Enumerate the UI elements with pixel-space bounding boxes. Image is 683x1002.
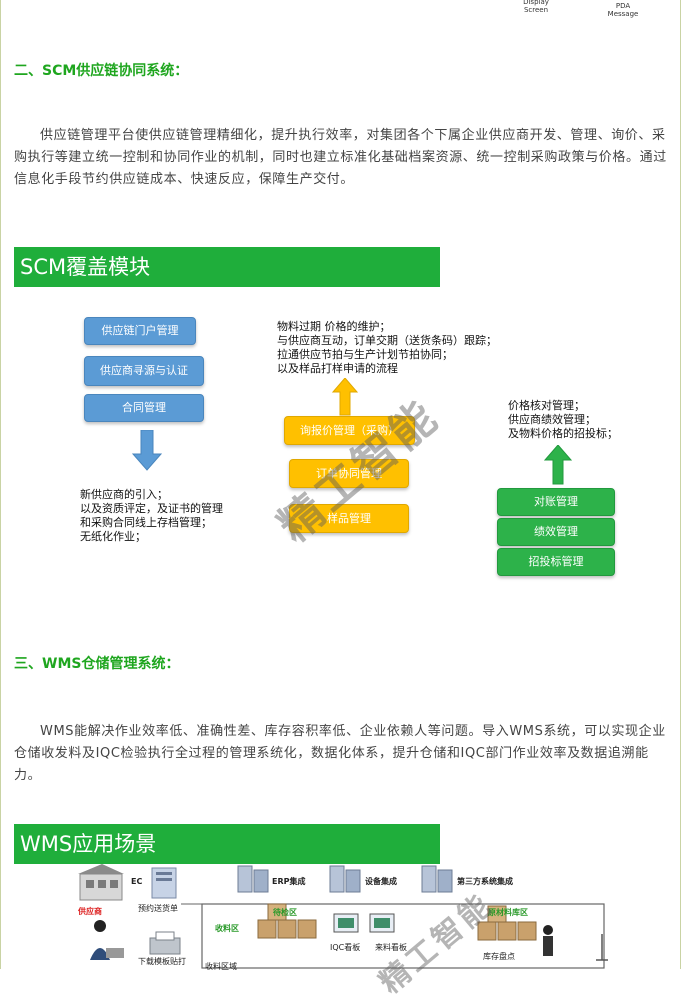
operator-icon bbox=[543, 925, 553, 956]
green-up-arrow-icon bbox=[544, 445, 572, 485]
performance-box: 绩效管理 bbox=[497, 518, 615, 546]
supplier-sourcing-box: 供应商寻源与认证 bbox=[84, 356, 204, 386]
reconciliation-box: 对账管理 bbox=[497, 488, 615, 516]
up-arrow-icon bbox=[332, 378, 358, 416]
contract-management-box: 合同管理 bbox=[84, 394, 204, 422]
incoming-board-label: 来料看板 bbox=[375, 943, 407, 952]
ec-server-icon bbox=[151, 867, 177, 899]
download-label: 下载模板贴打 bbox=[138, 957, 186, 966]
raw-store-label: 原材料库区 bbox=[488, 908, 528, 917]
iqc-board-label: IQC看板 bbox=[330, 943, 361, 952]
person-icon bbox=[90, 920, 124, 960]
pending-boxes bbox=[257, 903, 317, 939]
pending-zone-label: 待检区 bbox=[273, 908, 297, 917]
inventory-label: 库存盘点 bbox=[483, 952, 515, 961]
supplier-building-icon bbox=[78, 864, 124, 901]
scm-banner: SCM覆盖模块 bbox=[14, 247, 440, 287]
new-supplier-note: 新供应商的引入； 以及资质评定，及证书的管理 和采购合同线上存档管理； 无纸化作… bbox=[80, 488, 223, 543]
ec-label: EC bbox=[131, 877, 143, 886]
device-server-icon bbox=[329, 865, 361, 893]
wms-diagram bbox=[78, 864, 608, 969]
erp-server-icon bbox=[237, 865, 269, 893]
third-party-label: 第三方系统集成 bbox=[457, 877, 513, 886]
raw-material-boxes bbox=[477, 905, 537, 941]
prebook-label: 预约送货单 bbox=[138, 904, 178, 913]
wms-paragraph: WMS能解决作业效率低、准确性差、库存容积率低、企业依赖人等问题。导入WMS系统… bbox=[14, 724, 666, 783]
order-collab-box: 订单协同管理 bbox=[289, 459, 409, 488]
incoming-monitor-icon bbox=[369, 913, 395, 933]
page-frame bbox=[0, 0, 681, 969]
material-price-note: 物料过期 价格的维护； 与供应商互动，订单交期（送货条码）跟踪； 拉通供应节拍与… bbox=[277, 320, 497, 375]
sample-box: 样品管理 bbox=[289, 504, 409, 533]
price-check-note: 价格核对管理； 供应商绩效管理； 及物料价格的招投标； bbox=[508, 399, 618, 440]
wms-heading: 三、WMS仓储管理系统： bbox=[14, 656, 180, 672]
display-screen-label: Display Screen bbox=[523, 0, 549, 14]
third-party-server-icon bbox=[421, 865, 453, 893]
wms-banner: WMS应用场景 bbox=[14, 824, 440, 864]
printer-icon bbox=[149, 931, 181, 955]
receiving-area-label: 收料区域 bbox=[205, 962, 237, 971]
device-label: 设备集成 bbox=[365, 877, 397, 886]
down-arrow-icon bbox=[132, 430, 162, 471]
bidding-box: 招投标管理 bbox=[497, 548, 615, 576]
supplier-label: 供应商 bbox=[78, 907, 102, 916]
scm-heading: 二、SCM供应链协同系统： bbox=[14, 63, 189, 79]
supply-chain-portal-box: 供应链门户管理 bbox=[84, 317, 196, 345]
quotation-box: 询报价管理（采购） bbox=[284, 416, 415, 445]
scm-paragraph: 供应链管理平台使供应链管理精细化，提升执行效率，对集团各个下属企业供应商开发、管… bbox=[14, 128, 667, 187]
receiving-zone-label: 收料区 bbox=[215, 924, 239, 933]
pda-message-label: PDA Message bbox=[607, 2, 639, 18]
erp-label: ERP集成 bbox=[272, 877, 306, 886]
iqc-monitor-icon bbox=[333, 913, 359, 933]
